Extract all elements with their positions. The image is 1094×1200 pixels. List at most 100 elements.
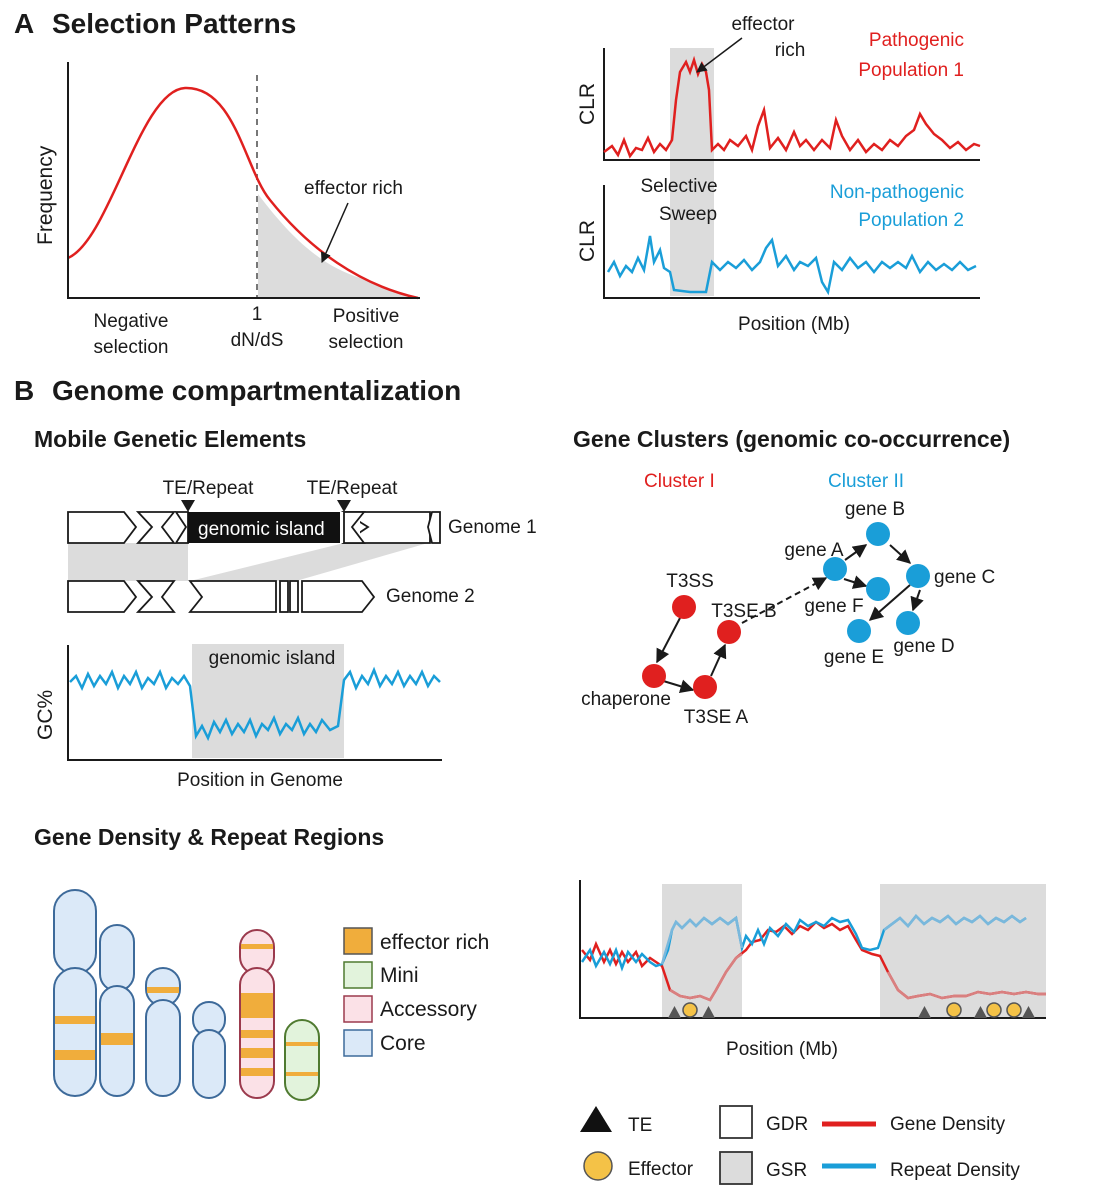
label-t3se-a: T3SE A bbox=[684, 707, 749, 728]
gsr-shade-2 bbox=[880, 884, 1046, 1018]
clr-bottom-axes bbox=[603, 185, 980, 299]
clusters-title: Gene Clusters (genomic co-occurrence) bbox=[573, 426, 1010, 452]
genomic-island-block bbox=[188, 512, 344, 543]
island-label: genomic island bbox=[198, 519, 325, 540]
node-chaperone bbox=[642, 664, 666, 688]
chromosome-3 bbox=[145, 967, 181, 1097]
dnds-one: 1 bbox=[252, 304, 263, 325]
density-axes bbox=[579, 880, 1046, 1019]
node-t3se-b bbox=[717, 620, 741, 644]
label-gene-d: gene D bbox=[893, 636, 954, 657]
legend-effector-swatch bbox=[343, 927, 373, 955]
dist-y-label: Frequency bbox=[34, 145, 57, 245]
dnds-distribution-plot: Frequency effector rich Negative selecti… bbox=[34, 62, 420, 358]
te-left-label: TE/Repeat bbox=[163, 478, 255, 499]
legend-te: TE bbox=[628, 1115, 652, 1136]
mge-title: Mobile Genetic Elements bbox=[34, 426, 306, 452]
gc-island-label: genomic island bbox=[209, 648, 336, 669]
legend-effector-icon bbox=[583, 1151, 613, 1181]
legend-te-icon bbox=[580, 1106, 612, 1132]
pop2-clr-line bbox=[606, 235, 977, 296]
panel-a-title: Selection Patterns bbox=[52, 8, 296, 39]
density-x-label: Position (Mb) bbox=[726, 1039, 838, 1060]
density-title: Gene Density & Repeat Regions bbox=[34, 824, 384, 850]
synteny-right bbox=[190, 543, 428, 581]
dnds-curve bbox=[67, 86, 419, 300]
te-right-label: TE/Repeat bbox=[307, 478, 399, 499]
legend-mini-swatch bbox=[343, 961, 373, 989]
gene-clusters: Gene Clusters (genomic co-occurrence) Cl… bbox=[573, 426, 1010, 728]
node-gene-b bbox=[866, 522, 890, 546]
legend-core: Core bbox=[380, 1032, 426, 1055]
chromosome-5-accessory bbox=[239, 929, 275, 1099]
legend-gene-density: Gene Density bbox=[890, 1114, 1006, 1135]
node-t3ss bbox=[672, 595, 696, 619]
label-chaperone: chaperone bbox=[581, 689, 671, 710]
label-gene-f: gene F bbox=[804, 596, 863, 617]
dist-axes bbox=[67, 62, 420, 299]
effector-rich-1: effector bbox=[731, 14, 795, 35]
pos-sel-1: Positive bbox=[333, 306, 400, 327]
panel-b-title: Genome compartmentalization bbox=[52, 375, 461, 406]
node-gene-c bbox=[906, 564, 930, 588]
legend-gdr: GDR bbox=[766, 1114, 808, 1135]
gc-y-label: GC% bbox=[34, 690, 57, 740]
legend-gdr-icon bbox=[719, 1105, 753, 1139]
sweep-label-2: Sweep bbox=[659, 204, 717, 225]
chromosome-1 bbox=[53, 889, 97, 1097]
legend-gsr-icon bbox=[719, 1151, 753, 1185]
effector-markers bbox=[682, 1002, 1022, 1018]
clr-bottom-y-label: CLR bbox=[576, 220, 599, 262]
chromosome-4 bbox=[192, 1001, 226, 1099]
label-gene-e: gene E bbox=[824, 647, 884, 668]
label-gene-a: gene A bbox=[784, 540, 843, 561]
chromosome-2 bbox=[99, 924, 135, 1097]
node-t3se-a bbox=[693, 675, 717, 699]
clr-top-axes bbox=[603, 48, 980, 161]
panel-a-letter: A bbox=[14, 8, 34, 39]
pop1-label-2: Population 1 bbox=[858, 60, 964, 81]
legend-effector-marker: Effector bbox=[628, 1159, 694, 1180]
dist-annotation-arrow bbox=[321, 202, 349, 263]
pop2-label-2: Population 2 bbox=[858, 210, 964, 231]
label-gene-b: gene B bbox=[845, 499, 905, 520]
legend-mini: Mini bbox=[380, 964, 419, 987]
sweep-label-1: Selective bbox=[640, 176, 717, 197]
pop1-clr-line bbox=[603, 55, 981, 159]
cluster1-label: Cluster I bbox=[644, 471, 715, 492]
legend-repeat-density: Repeat Density bbox=[890, 1160, 1020, 1181]
label-t3ss: T3SS bbox=[666, 571, 714, 592]
dist-annotation: effector rich bbox=[304, 178, 403, 199]
synteny-left bbox=[68, 543, 188, 581]
clr-plots: CLR effector rich Pathogenic Population … bbox=[576, 14, 981, 335]
effector-rich-2: rich bbox=[775, 40, 806, 61]
legend-accessory-swatch bbox=[343, 995, 373, 1023]
chromosome-6-mini bbox=[284, 1019, 320, 1101]
effector-rich-arrow bbox=[696, 37, 743, 73]
panel-b-letter: B bbox=[14, 375, 34, 406]
node-gene-d bbox=[896, 611, 920, 635]
cluster2-label: Cluster II bbox=[828, 471, 904, 492]
te-left-marker bbox=[181, 500, 195, 512]
node-gene-e bbox=[847, 619, 871, 643]
legend-accessory: Accessory bbox=[380, 998, 477, 1021]
positive-tail-shade bbox=[258, 194, 418, 298]
te-right-marker bbox=[337, 500, 351, 512]
neg-sel-2: selection bbox=[94, 337, 169, 358]
gc-island-shade bbox=[192, 644, 344, 758]
pos-sel-2: selection bbox=[329, 332, 404, 353]
genome1-label: Genome 1 bbox=[448, 517, 537, 538]
node-gene-f bbox=[866, 577, 890, 601]
genome2-label: Genome 2 bbox=[386, 586, 475, 607]
legend-gsr: GSR bbox=[766, 1160, 807, 1181]
mobile-genetic-elements: Mobile Genetic Elements TE/Repeat TE/Rep… bbox=[34, 426, 537, 791]
gc-x-label: Position in Genome bbox=[177, 770, 343, 791]
legend-effector: effector rich bbox=[380, 931, 489, 954]
pop1-label-1: Pathogenic bbox=[869, 30, 964, 51]
gc-axes bbox=[67, 645, 442, 761]
label-t3se-b: T3SE B bbox=[711, 601, 776, 622]
pop2-label-1: Non-pathogenic bbox=[830, 182, 964, 203]
te-markers bbox=[668, 1006, 1035, 1018]
legend-core-swatch bbox=[343, 1029, 373, 1057]
